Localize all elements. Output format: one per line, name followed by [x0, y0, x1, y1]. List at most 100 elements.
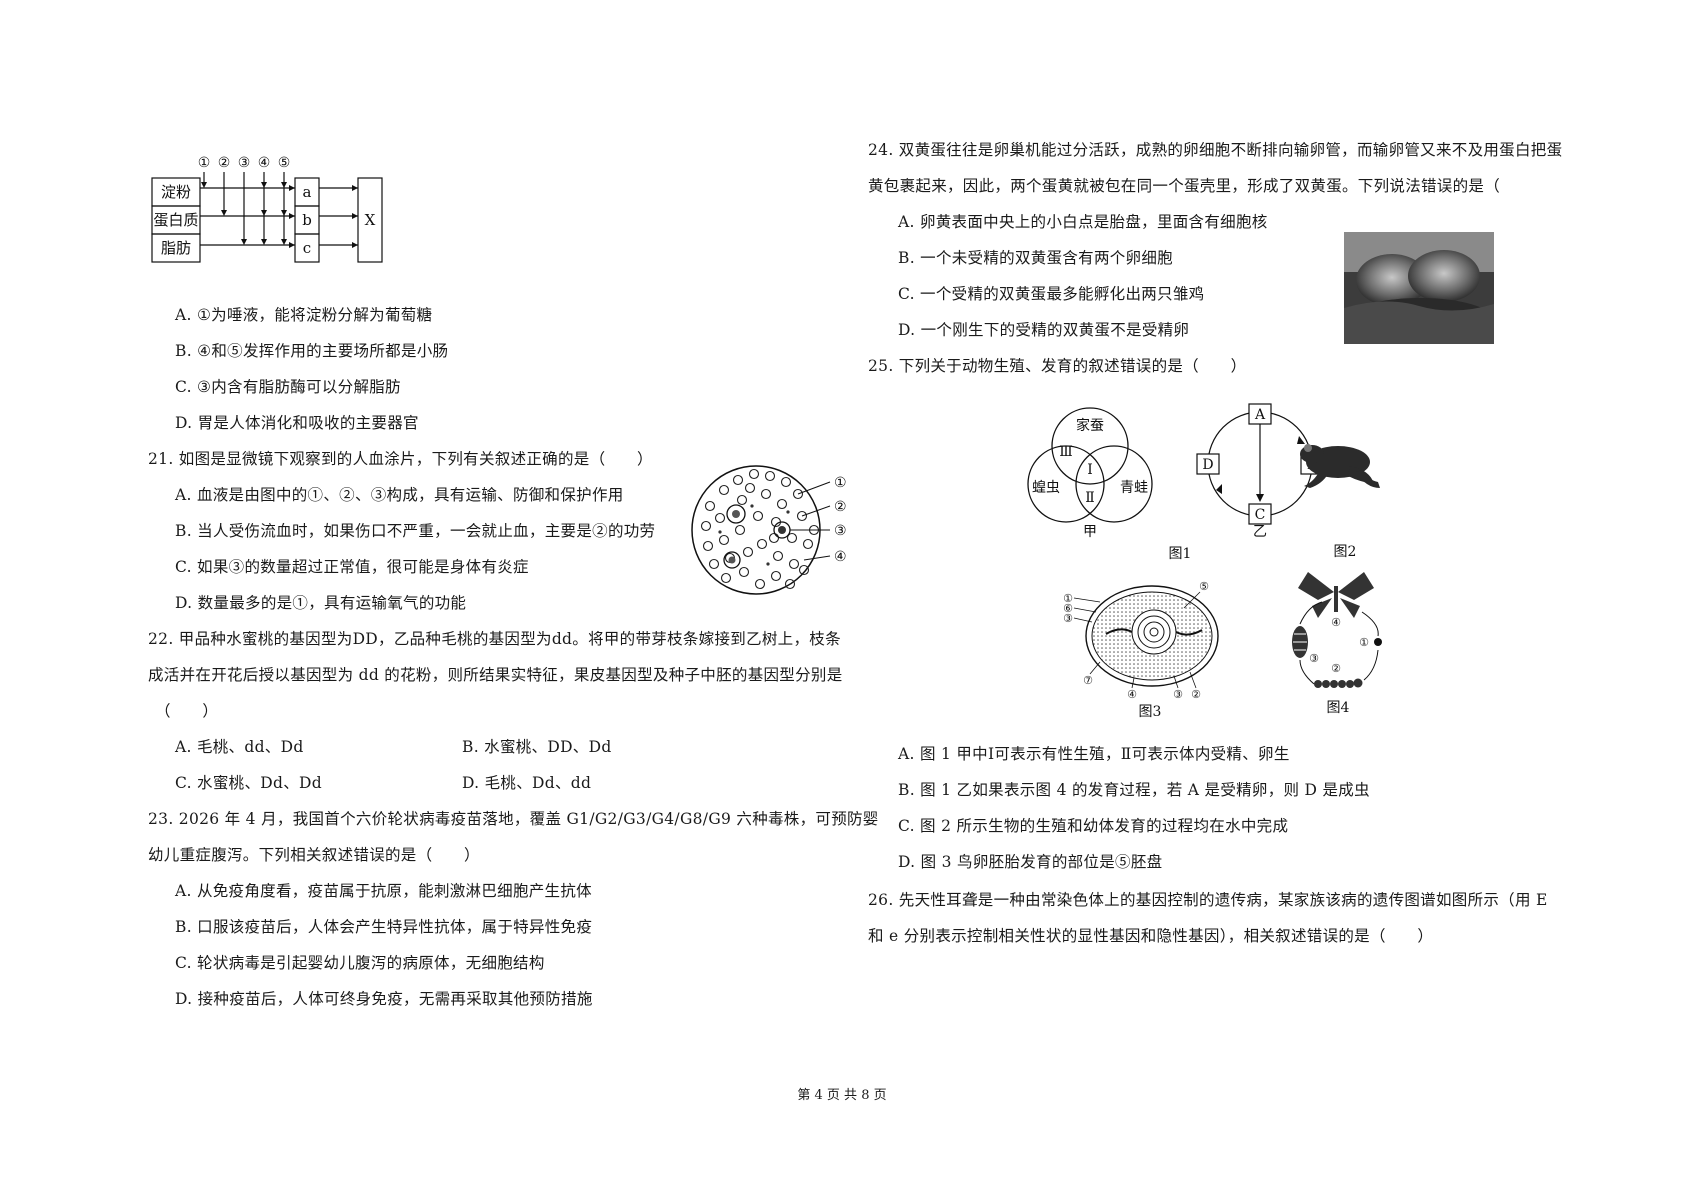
- q20-option-b: B. ④和⑤发挥作用的主要场所都是小肠: [175, 342, 449, 360]
- figure-2-svg: 图2: [1300, 444, 1380, 560]
- q20-option-a: A. ①为唾液，能将淀粉分解为葡萄糖: [175, 306, 433, 324]
- egg-label-4: ④: [1127, 688, 1137, 701]
- cycle-a: A: [1254, 407, 1266, 423]
- left-column: ① ② ③ ④ ⑤: [148, 150, 878, 1008]
- cycle4-label-4: ④: [1331, 616, 1341, 629]
- frog-icon: [1300, 444, 1380, 488]
- venn-locust: 蝗虫: [1032, 480, 1060, 496]
- blood-smear-figure: ① ② ③ ④: [690, 460, 860, 600]
- q23-option-a: A. 从免疫角度看，疫苗属于抗原，能刺激淋巴细胞产生抗体: [175, 882, 592, 900]
- venn-frog: 青蛙: [1120, 480, 1148, 496]
- egg-label-5: ⑤: [1199, 580, 1209, 593]
- venn-region-3: Ⅲ: [1059, 444, 1073, 460]
- egg-photo-svg: [1344, 232, 1494, 344]
- egg-label-3-top: ③: [1063, 612, 1073, 625]
- fig4-caption: 图4: [1327, 700, 1350, 716]
- q25-option-a: A. 图 1 甲中Ⅰ可表示有性生殖，Ⅱ可表示体内受精、卵生: [898, 745, 1290, 763]
- q21-option-d: D. 数量最多的是①，具有运输氧气的功能: [175, 594, 467, 612]
- q24-option-a: A. 卵黄表面中央上的小白点是胎盘，里面含有细胞核: [898, 213, 1268, 231]
- egg-icon: [1374, 638, 1382, 646]
- q21-option-a: A. 血液是由图中的①、②、③构成，具有运输、防御和保护作用: [175, 486, 624, 504]
- q25-option-d: D. 图 3 鸟卵胚胎发育的部位是⑤胚盘: [898, 853, 1163, 871]
- digestion-diagram-svg: ① ② ③ ④ ⑤: [151, 155, 383, 263]
- q23-option-d: D. 接种疫苗后，人体可终身免疫，无需再采取其他预防措施: [175, 990, 593, 1008]
- q25-stem: 25. 下列关于动物生殖、发育的叙述错误的是（ ）: [868, 357, 1247, 375]
- cycle4-label-1: ①: [1359, 636, 1369, 649]
- q20-option-d: D. 胃是人体消化和吸收的主要器官: [175, 414, 419, 432]
- marker-1: ①: [198, 155, 211, 171]
- product-b: b: [302, 211, 312, 229]
- q22-stem-line-3: （ ）: [155, 702, 219, 720]
- figure-2: 图2: [1290, 430, 1400, 566]
- q23-option-c: C. 轮状病毒是引起婴幼儿腹泻的病原体，无细胞结构: [175, 954, 545, 972]
- blood-smear-svg: ① ② ③ ④: [691, 465, 847, 595]
- q23-stem-line-1: 23. 2026 年 4 月，我国首个六价轮状病毒疫苗落地，覆盖 G1/G2/G…: [148, 810, 879, 828]
- digestion-diagram: ① ② ③ ④ ⑤: [150, 150, 450, 290]
- egg-label-7: ⑦: [1083, 674, 1093, 687]
- marker-2: ②: [218, 155, 231, 171]
- fig1-caption: 图1: [1169, 546, 1192, 562]
- figure-4-svg: ④ ① ③ ② 图4: [1292, 572, 1382, 716]
- q24-option-c: C. 一个受精的双黄蛋最多能孵化出两只雏鸡: [898, 285, 1205, 303]
- butterfly-icon: [1298, 572, 1374, 618]
- venn-region-2: Ⅱ: [1085, 490, 1095, 506]
- q21-option-b: B. 当人受伤流血时，如果伤口不严重，一会就止血，主要是②的功劳: [175, 522, 656, 540]
- q26-stem-line-2: 和 e 分别表示控制相关性状的显性基因和隐性基因），相关叙述错误的是（ ）: [868, 927, 1434, 945]
- nutrient-protein: 蛋白质: [153, 211, 198, 229]
- cycle-c: C: [1255, 507, 1266, 523]
- smear-label-4: ④: [834, 549, 847, 565]
- q22-stem-line-1: 22. 甲品种水蜜桃的基因型为DD，乙品种毛桃的基因型为dd。将甲的带芽枝条嫁接…: [148, 630, 841, 648]
- figure-3: ① ⑥ ③ ⑤ ⑦ ④ ③ ② 图3: [1060, 578, 1240, 720]
- figure-4: ④ ① ③ ② 图4: [1278, 566, 1398, 718]
- q24-option-d: D. 一个刚生下的受精的双黄蛋不是受精卵: [898, 321, 1190, 339]
- figure-1-svg: 家蚕 蝗虫 青蛙 Ⅰ Ⅱ Ⅲ 甲: [1027, 403, 1324, 562]
- nutrient-starch: 淀粉: [161, 183, 191, 201]
- q21-option-c: C. 如果③的数量超过正常值，很可能是身体有炎症: [175, 558, 529, 576]
- egg-label-2: ②: [1191, 688, 1201, 701]
- q23-option-b: B. 口服该疫苗后，人体会产生特异性抗体，属于特异性免疫: [175, 918, 593, 936]
- figure-3-svg: ① ⑥ ③ ⑤ ⑦ ④ ③ ② 图3: [1063, 580, 1219, 720]
- q22-option-d: D. 毛桃、Dd、dd: [462, 774, 592, 792]
- q22-option-c: C. 水蜜桃、Dd、Dd: [175, 774, 322, 792]
- q24-option-b: B. 一个未受精的双黄蛋含有两个卵细胞: [898, 249, 1173, 267]
- fig1-sub-label-jia: 甲: [1083, 524, 1097, 540]
- cycle4-label-2: ②: [1331, 662, 1341, 675]
- q26-stem-line-1: 26. 先天性耳聋是一种由常染色体上的基因控制的遗传病，某家族该病的遗传图谱如图…: [868, 891, 1548, 909]
- double-yolk-egg-photo: [1344, 232, 1494, 344]
- fig2-caption: 图2: [1334, 544, 1357, 560]
- marker-5: ⑤: [278, 155, 291, 171]
- q25-option-b: B. 图 1 乙如果表示图 4 的发育过程，若 A 是受精卵，则 D 是成虫: [898, 781, 1370, 799]
- product-c: c: [303, 239, 311, 257]
- q21-stem: 21. 如图是显微镜下观察到的人血涂片，下列有关叙述正确的是（ ）: [148, 450, 653, 468]
- target-x: X: [365, 211, 376, 229]
- fig1-sub-label-yi: 乙: [1253, 524, 1267, 540]
- product-a: a: [303, 183, 312, 201]
- q20-option-c: C. ③内含有脂肪酶可以分解脂肪: [175, 378, 401, 396]
- larva-icon: [1314, 678, 1363, 688]
- marker-3: ③: [238, 155, 251, 171]
- smear-label-2: ②: [834, 499, 847, 515]
- smear-label-1: ①: [834, 475, 847, 491]
- page-footer: 第 4 页 共 8 页: [797, 1088, 887, 1103]
- q22-stem-line-2: 成活并在开花后授以基因型为 dd 的花粉，则所结果实特征，果皮基因型及种子中胚的…: [148, 666, 843, 684]
- q22-option-b: B. 水蜜桃、DD、Dd: [462, 738, 612, 756]
- cycle4-label-3: ③: [1309, 652, 1319, 665]
- egg-label-1: ①: [1063, 592, 1073, 605]
- egg-label-3-bottom: ③: [1173, 688, 1183, 701]
- q23-stem-line-2: 幼儿重症腹泻。下列相关叙述错误的是（ ）: [148, 846, 480, 864]
- q22-option-a: A. 毛桃、dd、Dd: [175, 738, 304, 756]
- fig3-caption: 图3: [1139, 704, 1162, 718]
- venn-region-1: Ⅰ: [1087, 462, 1093, 478]
- q24-stem-line-2: 黄包裹起来，因此，两个蛋黄就被包在同一个蛋壳里，形成了双黄蛋。下列说法错误的是（: [868, 177, 1501, 195]
- nutrient-fat: 脂肪: [161, 239, 191, 257]
- q24-stem-line-1: 24. 双黄蛋往往是卵巢机能过分活跃，成熟的卵细胞不断排向输卵管，而输卵管又来不…: [868, 141, 1563, 159]
- cycle-d: D: [1202, 457, 1213, 473]
- q25-option-c: C. 图 2 所示生物的生殖和幼体发育的过程均在水中完成: [898, 817, 1289, 835]
- egg-label-6: ⑥: [1063, 602, 1073, 615]
- smear-label-3: ③: [834, 523, 847, 539]
- venn-silkworm: 家蚕: [1076, 417, 1104, 434]
- figure-1: 家蚕 蝗虫 青蛙 Ⅰ Ⅱ Ⅲ 甲: [1010, 396, 1350, 566]
- marker-4: ④: [258, 155, 271, 171]
- pupa-icon: [1292, 626, 1308, 658]
- right-column: 24. 双黄蛋往往是卵巢机能过分活跃，成熟的卵细胞不断排向输卵管，而输卵管又来不…: [860, 0, 1684, 1191]
